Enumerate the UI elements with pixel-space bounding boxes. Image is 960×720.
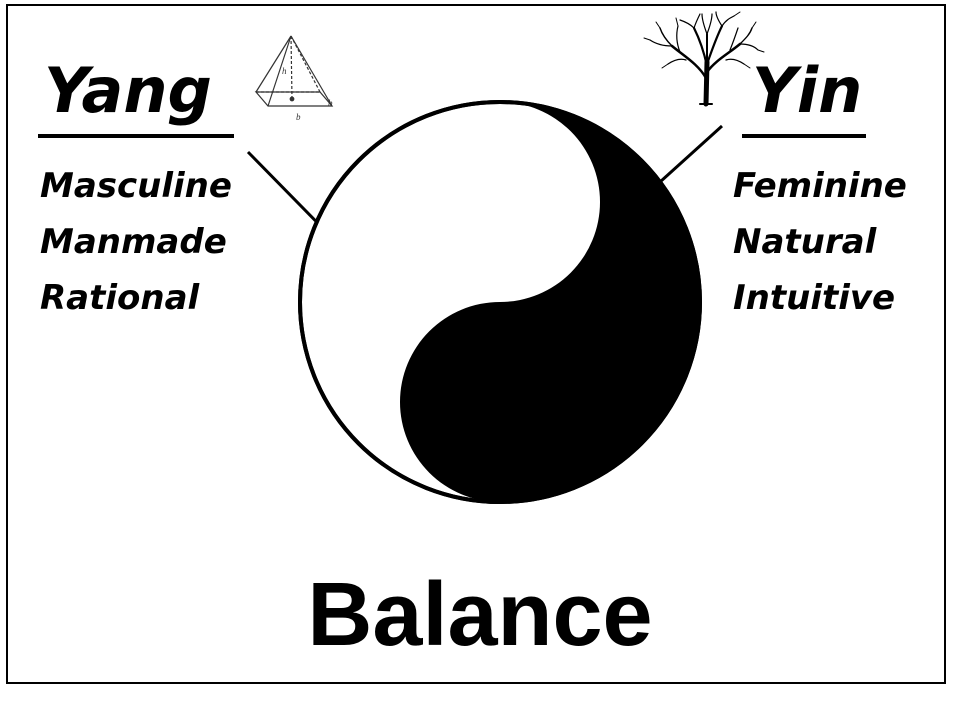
yang-traits-list: Masculine Manmade Rational <box>40 158 232 326</box>
yin-dot <box>475 177 519 221</box>
tree-icon <box>643 11 765 107</box>
balance-caption: Balance <box>307 565 653 665</box>
yin-yang-symbol <box>298 100 702 504</box>
yin-traits-list: Feminine Natural Intuitive <box>733 158 907 326</box>
yang-dot <box>476 378 524 426</box>
yin-title: Yin <box>752 54 863 127</box>
yin-trait: Intuitive <box>733 278 896 318</box>
yin-trait: Feminine <box>733 166 907 206</box>
pyramid-h-label: h <box>282 66 287 76</box>
yang-trait: Manmade <box>40 222 227 262</box>
yin-connector-line <box>658 124 724 184</box>
yin-title-underline <box>742 134 866 138</box>
yin-half <box>400 102 700 502</box>
pyramid-icon: h b b <box>254 35 334 122</box>
pyramid-b-front-label: b <box>296 112 301 122</box>
yang-title-underline <box>38 134 234 138</box>
yang-trait: Masculine <box>40 166 232 206</box>
yang-trait: Rational <box>40 278 200 318</box>
pyramid-b-side-label: b <box>328 98 333 108</box>
yin-trait: Natural <box>733 222 877 262</box>
yang-title: Yang <box>44 54 212 127</box>
